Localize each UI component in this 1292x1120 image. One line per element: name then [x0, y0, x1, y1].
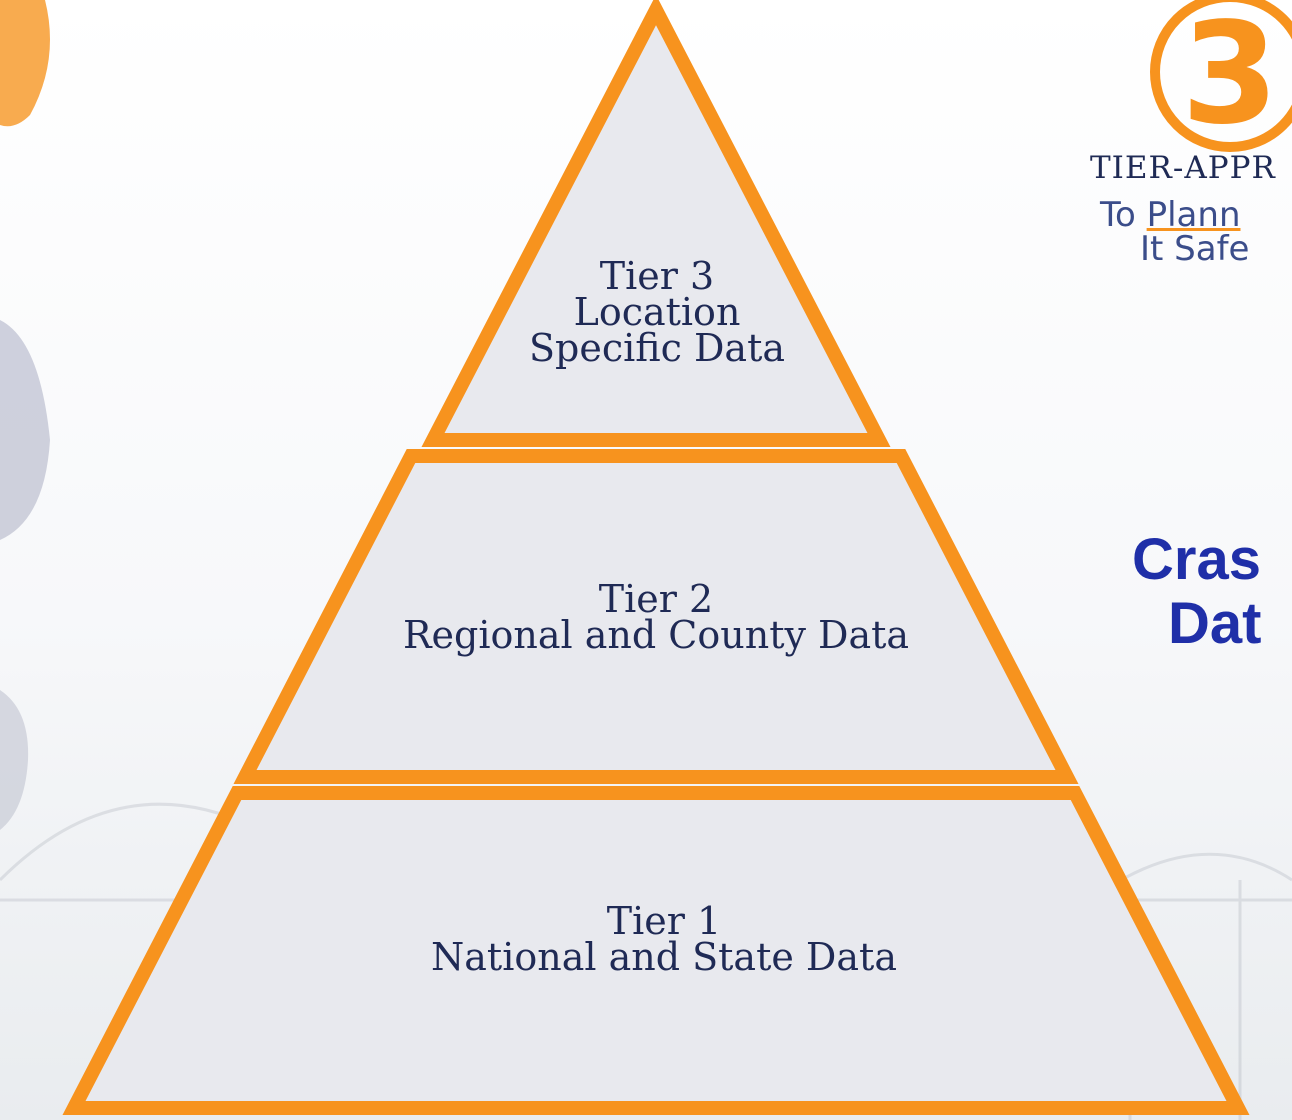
- tier-3-desc-line2: Specific Data: [528, 326, 786, 370]
- logo-tagline-line2: It Safe: [1140, 229, 1250, 269]
- pyramid-tier-3-shape: [421, 0, 891, 447]
- logo-number: 3: [1181, 0, 1279, 156]
- logo-circle: [1150, 0, 1292, 152]
- tier-3-label: Tier 3 Location Specific Data: [528, 254, 786, 370]
- decorative-grey-blob-lower: [0, 690, 29, 830]
- pyramid-tier-2-shape: [233, 449, 1079, 784]
- tier-1-label: Tier 1 National and State Data: [431, 899, 897, 979]
- decorative-orange-blob: [0, 0, 50, 127]
- tier-2-label: Tier 2 Regional and County Data: [402, 577, 910, 657]
- pyramid-tier-1-shape: [62, 786, 1250, 1115]
- slide-title-line2: Dat: [1168, 591, 1262, 656]
- tier-1-title: Tier 1: [606, 899, 722, 943]
- logo-tagline: To Plann It Safe: [1100, 198, 1292, 266]
- tier-3-desc-line1: Location: [573, 290, 741, 334]
- logo-tagline-underlined: Plann: [1146, 195, 1241, 235]
- slide-title: Cras Dat: [1132, 528, 1261, 656]
- slide-title-line1: Cras: [1132, 527, 1261, 592]
- tier-1-desc: National and State Data: [431, 935, 897, 979]
- tier-2-desc: Regional and County Data: [402, 613, 910, 657]
- decorative-grey-blob-upper: [0, 320, 50, 540]
- logo-wordmark: TIER-APPR: [1090, 150, 1276, 186]
- logo-tagline-prefix: To: [1100, 195, 1147, 235]
- tier-3-title: Tier 3: [599, 254, 715, 298]
- tier-2-title: Tier 2: [598, 577, 714, 621]
